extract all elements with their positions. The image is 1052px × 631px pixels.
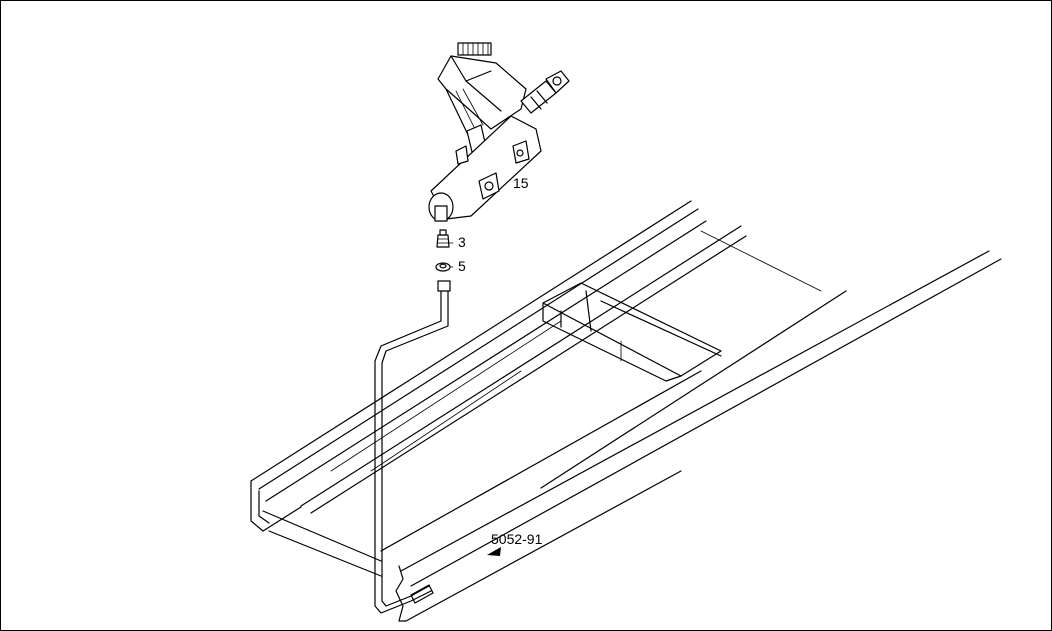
callout-5: 5 bbox=[458, 258, 466, 274]
master-cylinder bbox=[428, 42, 570, 222]
callout-15: 15 bbox=[513, 175, 529, 191]
callout-3: 3 bbox=[458, 234, 466, 250]
chassis-frame bbox=[250, 200, 1002, 622]
union-screw bbox=[436, 229, 450, 248]
reference-marker: 5052-91 bbox=[487, 531, 543, 556]
reference-arrow-icon bbox=[487, 547, 501, 556]
reference-code: 5052-91 bbox=[491, 531, 543, 547]
seal-ring bbox=[435, 262, 451, 272]
pipe-fitting bbox=[437, 280, 451, 292]
callouts: 15 3 5 bbox=[448, 175, 529, 274]
hydraulic-pipe bbox=[374, 280, 451, 614]
